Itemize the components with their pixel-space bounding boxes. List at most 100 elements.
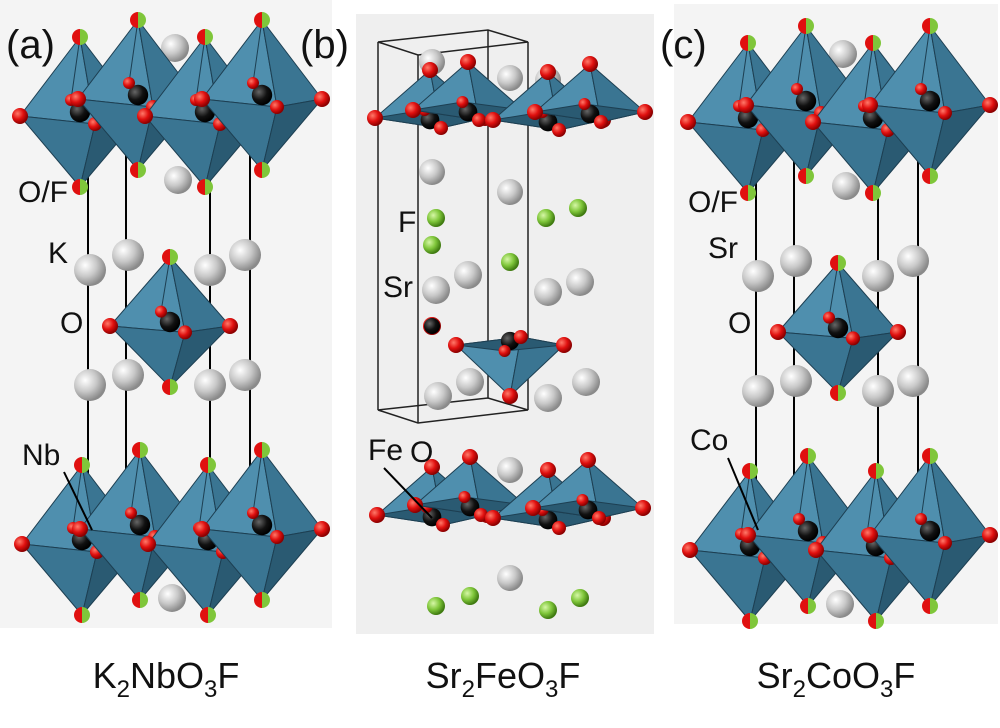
cation-atom: [454, 261, 482, 289]
cation-atom: [497, 457, 523, 483]
octahedron-face: [929, 104, 992, 177]
panel-b-label-fe: Fe: [368, 434, 403, 467]
fluorine-half: [80, 29, 88, 45]
oxygen-fluorine-site: [742, 463, 758, 479]
fluorine-half: [806, 18, 814, 34]
cation-atom: [829, 40, 857, 68]
cation-atom: [534, 384, 562, 412]
panel-a-label-k: K: [48, 237, 68, 270]
octahedron-face: [261, 98, 324, 171]
oxygen-atom: [434, 121, 448, 135]
oxygen-atom: [314, 91, 330, 107]
fluorine-atom: [423, 236, 441, 254]
panel-c-tag: (c): [660, 23, 707, 67]
oxygen-atom: [938, 536, 952, 550]
cation-atom: [780, 245, 812, 277]
oxygen-atom: [14, 536, 30, 552]
oxygen-half: [197, 179, 205, 195]
oxygen-atom: [791, 83, 803, 95]
cation-atom: [419, 159, 445, 185]
octahedron-edge: [863, 42, 874, 107]
cation-atom: [497, 565, 523, 591]
oxygen-atom: [247, 507, 259, 519]
oxygen-atom: [270, 530, 284, 544]
fluorine-half: [262, 592, 270, 608]
cation-atom: [194, 254, 226, 286]
oxygen-fluorine-site: [740, 35, 756, 51]
oxygen-atom: [862, 527, 878, 543]
oxygen-fluorine-site: [865, 185, 881, 201]
pyramid: [448, 330, 572, 404]
oxygen-atom: [194, 521, 210, 537]
metal-atom: [159, 311, 181, 333]
fluorine-half: [748, 185, 756, 201]
cation-atom: [572, 368, 600, 396]
oxygen-fluorine-site: [197, 179, 213, 195]
octahedron-edge: [866, 470, 877, 535]
oxygen-half: [254, 442, 262, 458]
panel-a-label-nb: Nb: [22, 439, 60, 472]
fluorine-atom: [571, 589, 589, 607]
oxygen-atom: [498, 345, 511, 357]
cation-atom: [780, 365, 812, 397]
oxygen-atom: [740, 527, 756, 543]
oxygen-fluorine-site: [254, 442, 270, 458]
oxygen-fluorine-site: [74, 457, 90, 473]
oxygen-atom: [102, 318, 118, 334]
oxygen-fluorine-site: [830, 385, 846, 401]
oxygen-half: [197, 29, 205, 45]
oxygen-atom: [582, 56, 598, 72]
fluorine-half: [876, 613, 884, 629]
oxygen-atom: [915, 513, 927, 525]
oxygen-atom: [982, 527, 998, 543]
oxygen-half: [798, 168, 806, 184]
metal-atom: [797, 520, 819, 542]
octahedron-edge: [920, 455, 931, 520]
oxygen-atom: [682, 542, 698, 558]
panel-b-label-f: F: [398, 206, 416, 239]
pyramid: [405, 54, 531, 127]
oxygen-atom: [552, 123, 566, 137]
panel-b-label-sr: Sr: [383, 271, 413, 304]
oxygen-fluorine-site: [865, 35, 881, 51]
oxygen-atom: [808, 542, 824, 558]
oxygen-half: [740, 35, 748, 51]
octahedron-edge: [920, 25, 931, 90]
fluorine-half: [748, 35, 756, 51]
fluorine-half: [262, 162, 270, 178]
octahedron: [194, 12, 330, 178]
cation-atom: [566, 268, 594, 296]
oxygen-atom: [369, 507, 385, 523]
cation-atom: [158, 584, 186, 612]
oxygen-atom: [680, 114, 696, 130]
oxygen-atom: [448, 337, 464, 353]
oxygen-atom: [540, 64, 556, 80]
octahedron-edge: [738, 42, 749, 107]
oxygen-atom: [793, 513, 805, 525]
oxygen-half: [742, 613, 750, 629]
cation-atom: [897, 365, 929, 397]
octahedron-edge: [198, 464, 209, 529]
oxygen-fluorine-site: [922, 448, 938, 464]
oxygen-atom: [578, 98, 591, 110]
oxygen-half: [830, 385, 838, 401]
octahedron: [194, 442, 330, 608]
oxygen-fluorine-site: [800, 448, 816, 464]
oxygen-fluorine-site: [200, 607, 216, 623]
oxygen-atom: [770, 324, 786, 340]
oxygen-atom: [556, 337, 572, 353]
fluorine-half: [808, 448, 816, 464]
fluorine-half: [930, 598, 938, 614]
oxygen-half: [800, 448, 808, 464]
octahedron-edge: [72, 464, 83, 529]
cation-atom: [862, 260, 894, 292]
fluorine-half: [750, 613, 758, 629]
oxygen-atom: [552, 521, 566, 535]
oxygen-half: [865, 35, 873, 51]
oxygen-half: [922, 448, 930, 464]
panel-c: [680, 18, 998, 629]
fluorine-half: [140, 592, 148, 608]
octahedron: [770, 255, 906, 401]
oxygen-atom: [367, 110, 383, 126]
fluorine-half: [873, 35, 881, 51]
